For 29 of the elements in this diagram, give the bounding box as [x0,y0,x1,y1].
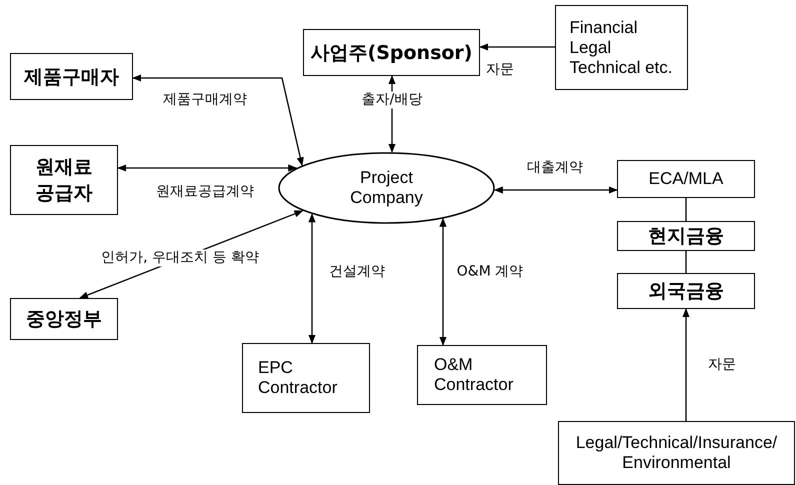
edge-label: O&M 계약 [454,264,526,280]
lender-box: ECA/MLA [617,160,755,198]
arrow [132,74,304,166]
arrow [494,186,618,194]
edge-label: 건설계약 [327,264,387,280]
edge-label: 출자/배당 [360,92,424,108]
arrow [117,164,298,172]
arrow [479,43,555,51]
company-ellipse: Project Company [278,152,495,224]
contractor-box: O&M Contractor [417,345,547,405]
edge-label: 원재료공급계약 [154,184,256,200]
advisor-box: Legal/Technical/Insurance/ Environmental [558,421,795,485]
arrow [682,308,690,421]
supplier-box: 원재료 공급자 [10,145,118,215]
connector-line [685,198,687,221]
edge-label: 제품구매계약 [161,92,249,108]
advisor-box: Financial Legal Technical etc. [555,5,688,90]
connector-line [685,251,687,273]
finance-box: 현지금융 [617,221,755,251]
edge-label: 자문 [484,62,516,78]
contractor-box: EPC Contractor [242,343,370,413]
arrow [439,218,447,346]
edge-label: 대출계약 [525,160,585,176]
arrow [308,213,316,344]
sponsor-box: 사업주(Sponsor) [303,29,480,76]
government-box: 중앙정부 [10,298,118,340]
finance-box: 외국금융 [617,273,755,309]
edge-label: 자문 [706,356,738,374]
buyer-box: 제품구매자 [10,53,133,100]
